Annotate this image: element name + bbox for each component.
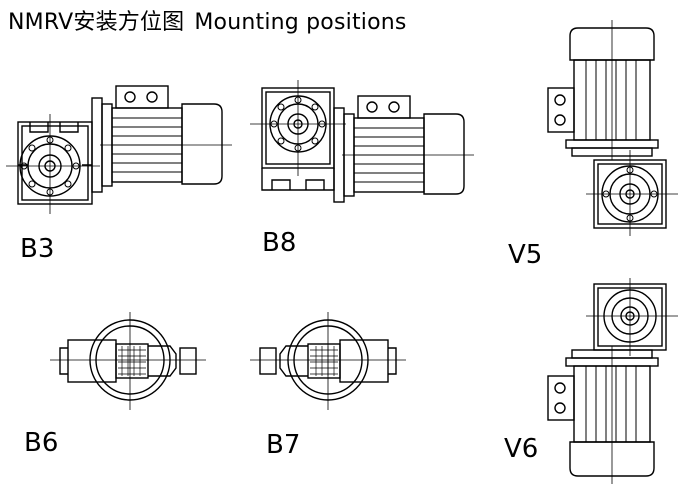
label-v5: V5 (508, 240, 543, 270)
label-b3: B3 (20, 234, 55, 264)
label-v6: V6 (504, 434, 539, 464)
drawing-b7 (250, 312, 406, 410)
label-b7: B7 (266, 430, 301, 460)
title-en: Mounting positions (194, 10, 407, 35)
label-b6: B6 (24, 428, 59, 458)
title-cn: NMRV安装方位图 (8, 10, 185, 35)
drawing-v5 (547, 20, 678, 236)
label-b8: B8 (262, 228, 297, 258)
drawing-b8 (250, 80, 474, 203)
drawing-b3 (6, 85, 232, 214)
drawing-b6 (50, 312, 206, 410)
drawing-v6 (547, 278, 678, 484)
page-title: NMRV安装方位图 Mounting positions (8, 4, 407, 36)
